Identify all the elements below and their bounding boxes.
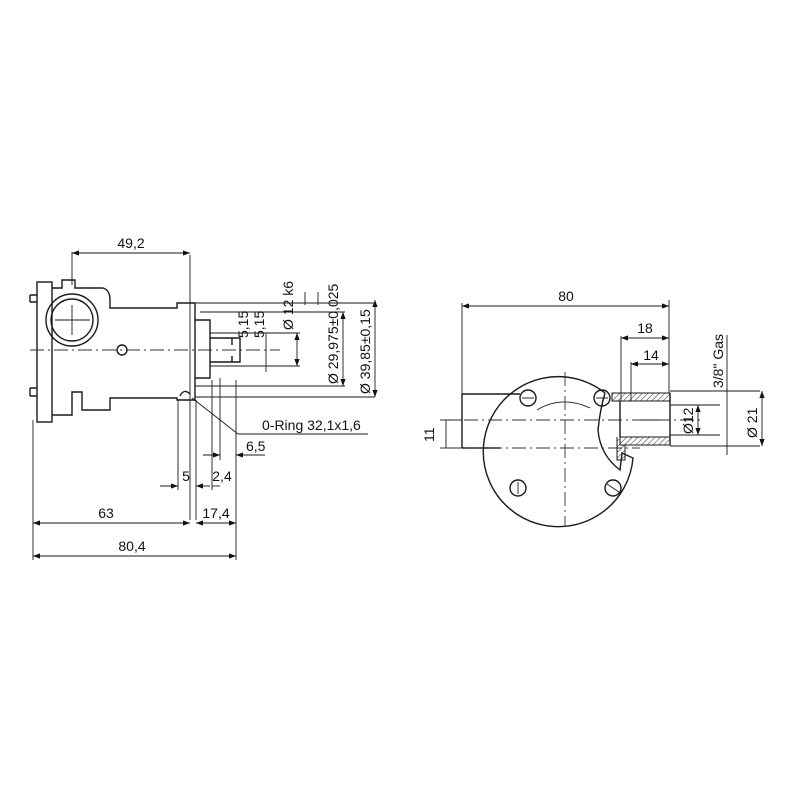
dim-17-4: 17,4: [202, 505, 229, 521]
dim-14: 14: [643, 347, 659, 363]
port-circle-inner: [50, 298, 94, 342]
dim-63: 63: [98, 505, 114, 521]
dim-21: Ø 21: [744, 407, 760, 438]
dim-80-4: 80,4: [118, 538, 145, 554]
dim-80: 80: [558, 288, 574, 304]
flange-circle: [482, 375, 634, 528]
dim-5-15-a: 5,15: [235, 311, 251, 338]
dim-39-85: Ø 39,85±0,15: [357, 309, 373, 394]
side-view: 49,2 63 17,4 80,4 5 2,4 6,5 0-Ring 32,1x…: [29, 235, 378, 560]
dim-5-15-b: 5,15: [251, 311, 267, 338]
dim-18: 18: [637, 320, 653, 336]
dim-gas: 3/8" Gas: [710, 334, 726, 388]
dim-49-2: 49,2: [117, 235, 144, 251]
dim-5: 5: [182, 468, 190, 484]
dim-12k6: Ø 12 k6: [280, 281, 296, 330]
dim-6-5: 6,5: [246, 438, 266, 454]
shaft: [210, 337, 241, 363]
bolt-holes: [509, 389, 622, 497]
dim-oring: 0-Ring 32,1x1,6: [262, 417, 361, 433]
dim-11: 11: [421, 427, 437, 442]
dim-2-4: 2,4: [212, 468, 232, 484]
dim-29-975: Ø 29,975±0,025: [325, 283, 341, 384]
front-view: 80 18 14 3/8" Gas Ø12 Ø 21 11: [421, 288, 765, 528]
dim-12: Ø12: [680, 407, 696, 434]
pump-body: [52, 279, 196, 416]
flange-plate: [36, 281, 53, 423]
port-circle-outer: [45, 293, 99, 347]
